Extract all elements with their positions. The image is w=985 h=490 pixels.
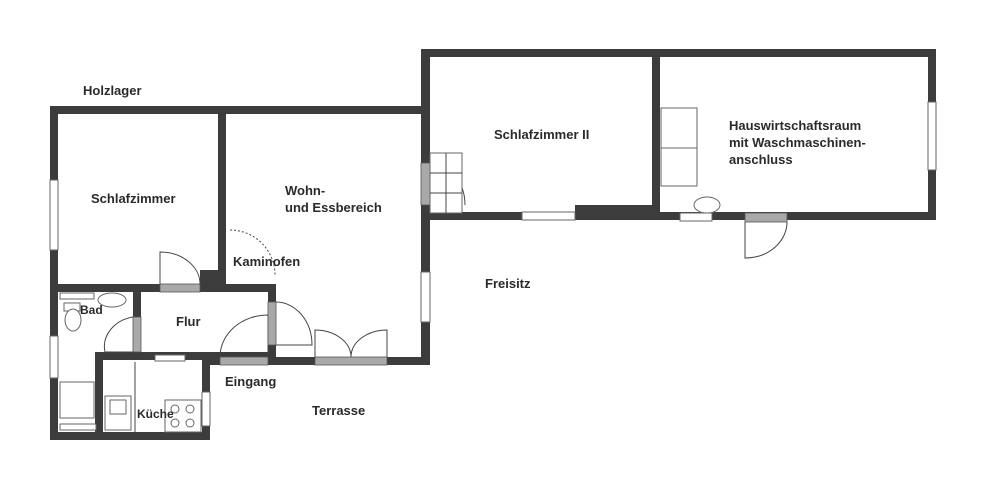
washing-machine-icon (660, 107, 698, 149)
room-label-flur: Flur (176, 314, 201, 329)
room-label-hwr-2: mit Waschmaschinen- (729, 135, 866, 150)
label-kaminofen: Kaminofen (233, 254, 301, 269)
toilet-icon (64, 308, 82, 332)
shower-icon (59, 381, 95, 419)
fixtures (59, 107, 721, 433)
label-terrasse: Terrasse (312, 403, 366, 418)
label-eingang: Eingang (225, 374, 277, 389)
walls (50, 49, 936, 440)
label-freisitz: Freisitz (485, 276, 531, 291)
room-label-kueche: Küche (137, 407, 174, 421)
room-label-schlafzimmer: Schlafzimmer (91, 191, 176, 206)
windows (49, 101, 937, 427)
room-label-hwr-3: anschluss (729, 152, 793, 167)
room-label-schlafzimmer-2: Schlafzimmer II (494, 127, 590, 142)
doors (103, 162, 788, 366)
room-label-wohn-2: und Essbereich (285, 200, 382, 215)
dryer-icon (660, 147, 698, 187)
room-label-wohn-1: Wohn- (285, 183, 326, 198)
stove-icon (164, 399, 202, 433)
room-label-hwr-1: Hauswirtschaftsraum (729, 118, 862, 133)
room-label-holzlager: Holzlager (83, 83, 142, 98)
sink-icon (693, 196, 721, 214)
room-label-bad: Bad (80, 303, 103, 317)
washbasin-icon (97, 292, 127, 308)
